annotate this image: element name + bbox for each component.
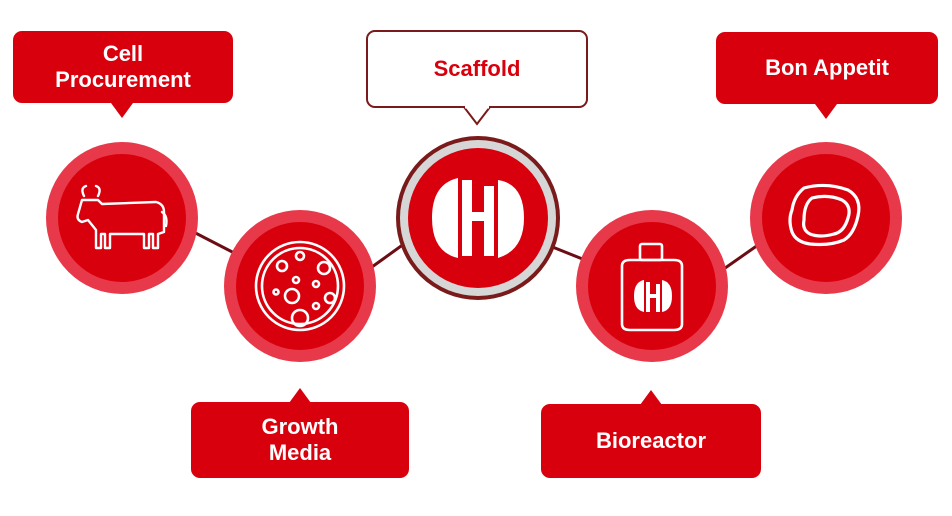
callout-bon-appetit: Bon Appetit [716, 32, 938, 104]
callout-cell-procurement-pointer [111, 103, 133, 118]
node-growth-media [224, 210, 376, 362]
callout-bioreactor-pointer [640, 390, 662, 405]
node-bioreactor [576, 210, 728, 362]
node-scaffold [396, 136, 560, 300]
callout-growth-media-label: Growth Media [261, 414, 339, 465]
petri-dish-icon [254, 240, 346, 332]
scaffold-logo-icon [432, 178, 524, 258]
node-cell-procurement [46, 142, 198, 294]
callout-bioreactor: Bioreactor [541, 404, 761, 478]
callout-growth-media-pointer [289, 388, 311, 403]
callout-growth-media: Growth Media [191, 402, 409, 478]
callout-cell-procurement-label: Cell Procurement [55, 41, 191, 92]
callout-bon-appetit-label: Bon Appetit [765, 55, 889, 80]
callout-cell-procurement: Cell Procurement [13, 31, 233, 103]
callout-bioreactor-label: Bioreactor [595, 428, 707, 453]
node-bon-appetit [750, 142, 902, 294]
cow-icon [76, 184, 168, 250]
steak-icon [788, 183, 861, 247]
callout-scaffold: Scaffold [366, 30, 588, 108]
callout-scaffold-label: Scaffold [433, 56, 521, 81]
callout-bon-appetit-pointer [815, 104, 837, 119]
bioreactor-icon [620, 242, 684, 332]
